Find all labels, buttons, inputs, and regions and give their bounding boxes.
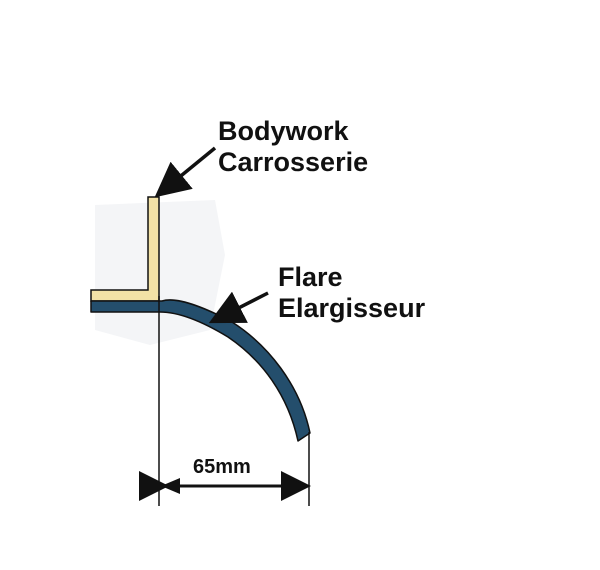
bodywork-label-english: Bodywork	[218, 116, 349, 146]
bodywork-leader-arrow	[154, 146, 217, 198]
bodywork-label-french: Carrosserie	[218, 147, 369, 177]
dimension-arrowhead-left	[161, 478, 180, 494]
flare-label-english: Flare	[278, 262, 343, 292]
flare-label: Flare Elargisseur	[278, 262, 425, 324]
bodywork-label: Bodywork Carrosserie	[218, 116, 368, 178]
flare-label-french: Elargisseur	[278, 293, 426, 323]
dimension-value: 65mm	[193, 456, 251, 478]
flare-leader-arrow	[208, 291, 269, 324]
dimension-arrowhead-right	[288, 478, 307, 494]
